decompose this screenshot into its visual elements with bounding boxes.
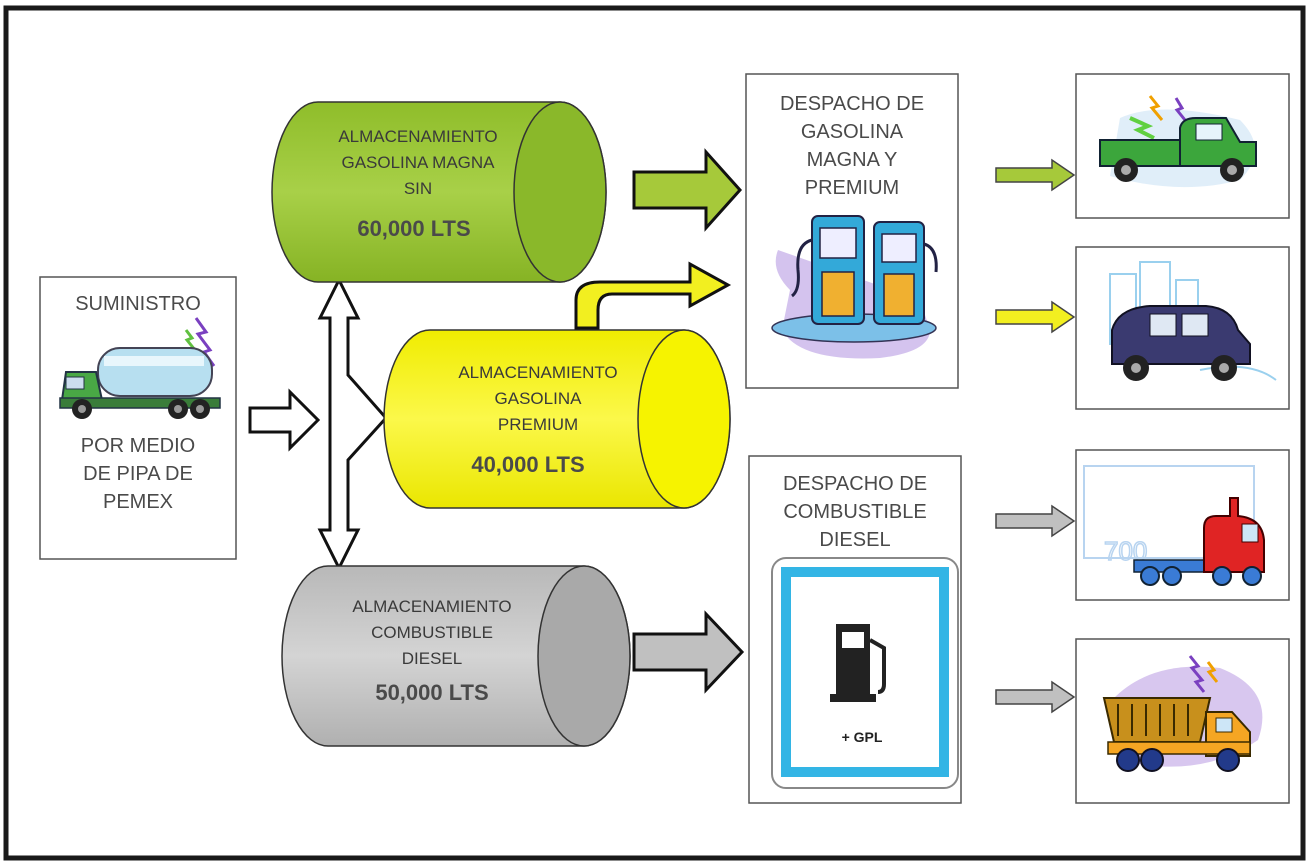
dispatch-gas-line-3: MAGNA Y (807, 149, 898, 171)
dump-truck-icon (1102, 655, 1263, 772)
dispatch-diesel-box: DESPACHO DE COMBUSTIBLE DIESEL + GPL (748, 455, 962, 804)
vehicle-box-dump-truck (1075, 638, 1290, 804)
arrow-to-dump-truck (995, 680, 1076, 714)
tank-premium-line-1: ALMACENAMIENTO (458, 363, 617, 382)
dispatch-diesel-line-1: DESPACHO DE (783, 473, 927, 495)
tank-magna-line-1: ALMACENAMIENTO (338, 127, 497, 146)
tank-magna-line-3: SIN (404, 179, 432, 198)
vehicle-box-pickup (1075, 73, 1290, 219)
tank-diesel-line-2: COMBUSTIBLE (371, 623, 493, 642)
arrow-to-pickup (995, 158, 1076, 192)
dispatch-gas-line-2: GASOLINA (801, 121, 904, 143)
tank-diesel-line-3: DIESEL (402, 649, 462, 668)
dispatch-diesel-line-2: COMBUSTIBLE (783, 501, 926, 523)
supply-arrow (248, 388, 321, 452)
semi-truck-icon: 700 (1083, 465, 1265, 586)
dispatch-gas-line-4: PREMIUM (805, 177, 899, 199)
tank-diesel-line-1: ALMACENAMIENTO (352, 597, 511, 616)
supply-title: SUMINISTRO (75, 293, 201, 315)
dispatch-gas-line-1: DESPACHO DE (780, 93, 924, 115)
supply-line-3: DE PIPA DE (83, 463, 193, 485)
tanker-truck-icon (59, 317, 221, 419)
premium-to-dispatch-arrow (574, 261, 732, 330)
tank-diesel: ALMACENAMIENTO COMBUSTIBLE DIESEL 50,000… (281, 565, 631, 747)
tank-diesel-capacity: 50,000 LTS (375, 680, 488, 705)
vehicle-box-semi-truck: 700 (1075, 449, 1290, 601)
tank-magna-line-2: GASOLINA MAGNA (341, 153, 495, 172)
tank-magna-capacity: 60,000 LTS (357, 216, 470, 241)
tank-magna: ALMACENAMIENTO GASOLINA MAGNA SIN 60,000… (271, 101, 607, 283)
tank-premium-capacity: 40,000 LTS (471, 452, 584, 477)
supply-line-2: POR MEDIO (81, 435, 195, 457)
dispatch-diesel-line-3: DIESEL (819, 529, 890, 551)
supply-box: SUMINISTRO POR MEDIO DE PIPA DE PEMEX (39, 276, 237, 560)
tank-premium: ALMACENAMIENTO GASOLINA PREMIUM 40,000 L… (383, 329, 731, 509)
dispatch-gas-box: DESPACHO DE GASOLINA MAGNA Y PREMIUM (745, 73, 959, 389)
fuel-station-sign-icon: + GPL (771, 557, 959, 789)
vehicle-box-taxi (1075, 246, 1290, 410)
diesel-to-dispatch-arrow (632, 610, 745, 694)
arrow-to-taxi (995, 300, 1076, 334)
sign-label: + GPL (842, 729, 883, 745)
supply-line-4: PEMEX (103, 491, 173, 513)
arrow-to-semi-truck (995, 504, 1076, 538)
tank-premium-line-3: PREMIUM (498, 415, 578, 434)
magna-to-dispatch-arrow (632, 148, 743, 232)
tank-premium-line-2: GASOLINA (495, 389, 583, 408)
distribution-double-arrow (317, 276, 389, 572)
taxi-car-icon (1109, 261, 1277, 381)
fuel-pumps-icon (771, 215, 938, 359)
pickup-truck-icon (1099, 95, 1257, 188)
